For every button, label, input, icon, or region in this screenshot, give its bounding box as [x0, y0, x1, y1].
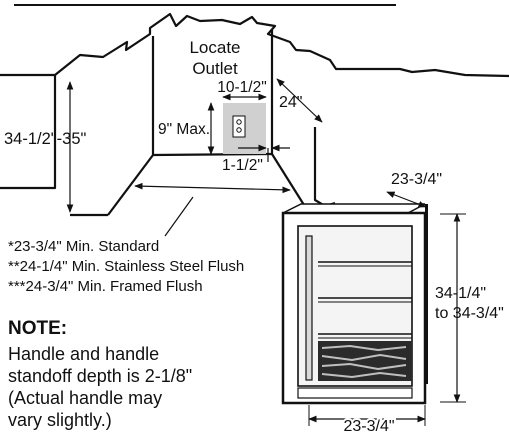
note-line-4: vary slightly.)	[8, 410, 112, 430]
cooler-kickplate	[297, 387, 413, 399]
opening-depth-label: 24"	[279, 94, 302, 111]
outlet-height-label: 9" Max.	[158, 121, 210, 138]
note-line-3: (Actual handle may	[8, 388, 163, 408]
note-line-1: Handle and handle	[8, 344, 160, 364]
cooler-handle	[305, 235, 313, 381]
width-leader-line	[164, 196, 194, 237]
opening-width-line	[134, 182, 291, 194]
floor-right	[271, 153, 305, 206]
locate-label: Locate	[189, 38, 240, 57]
note-line-2: standoff depth is 2-1/8"	[8, 366, 193, 386]
opening-right-wall	[313, 127, 336, 208]
cooler-width-label: 23-3/4"	[343, 418, 394, 435]
outlet-offset-label: 1-1/2"	[222, 157, 263, 174]
cooler-depth-label: 23-3/4"	[391, 171, 442, 188]
outlet-plate	[232, 115, 246, 138]
cooler-top-face	[282, 203, 426, 214]
opening-left-wall	[0, 75, 57, 190]
opening-depth-line	[276, 78, 323, 123]
outlet-label: Outlet	[192, 59, 238, 78]
cooler-wine-bottles	[321, 344, 407, 379]
width-note-framed: ***24-3/4" Min. Framed Flush	[8, 278, 203, 295]
cooler-height-label-2: to 34-3/4"	[435, 305, 504, 322]
outlet-width-label: 10-1/2"	[217, 79, 266, 96]
back-wall-bottom-edge	[152, 152, 273, 157]
cooler-height-label-1: 34-1/4"	[435, 285, 486, 302]
floor-left	[107, 154, 154, 216]
wine-cooler	[281, 203, 428, 405]
width-note-standard: *23-3/4" Min. Standard	[8, 238, 159, 255]
outlet-socket-top	[236, 119, 242, 125]
cooler-depth-line	[386, 191, 427, 208]
width-note-stainless: **24-1/4" Min. Stainless Steel Flush	[8, 258, 244, 275]
opening-height-label: 34-1/2"-35"	[4, 130, 86, 148]
cooler-cabinet	[425, 204, 428, 384]
note-title: NOTE:	[8, 318, 68, 339]
outlet-socket-bottom	[236, 127, 242, 133]
opening-top-edge	[0, 12, 509, 78]
